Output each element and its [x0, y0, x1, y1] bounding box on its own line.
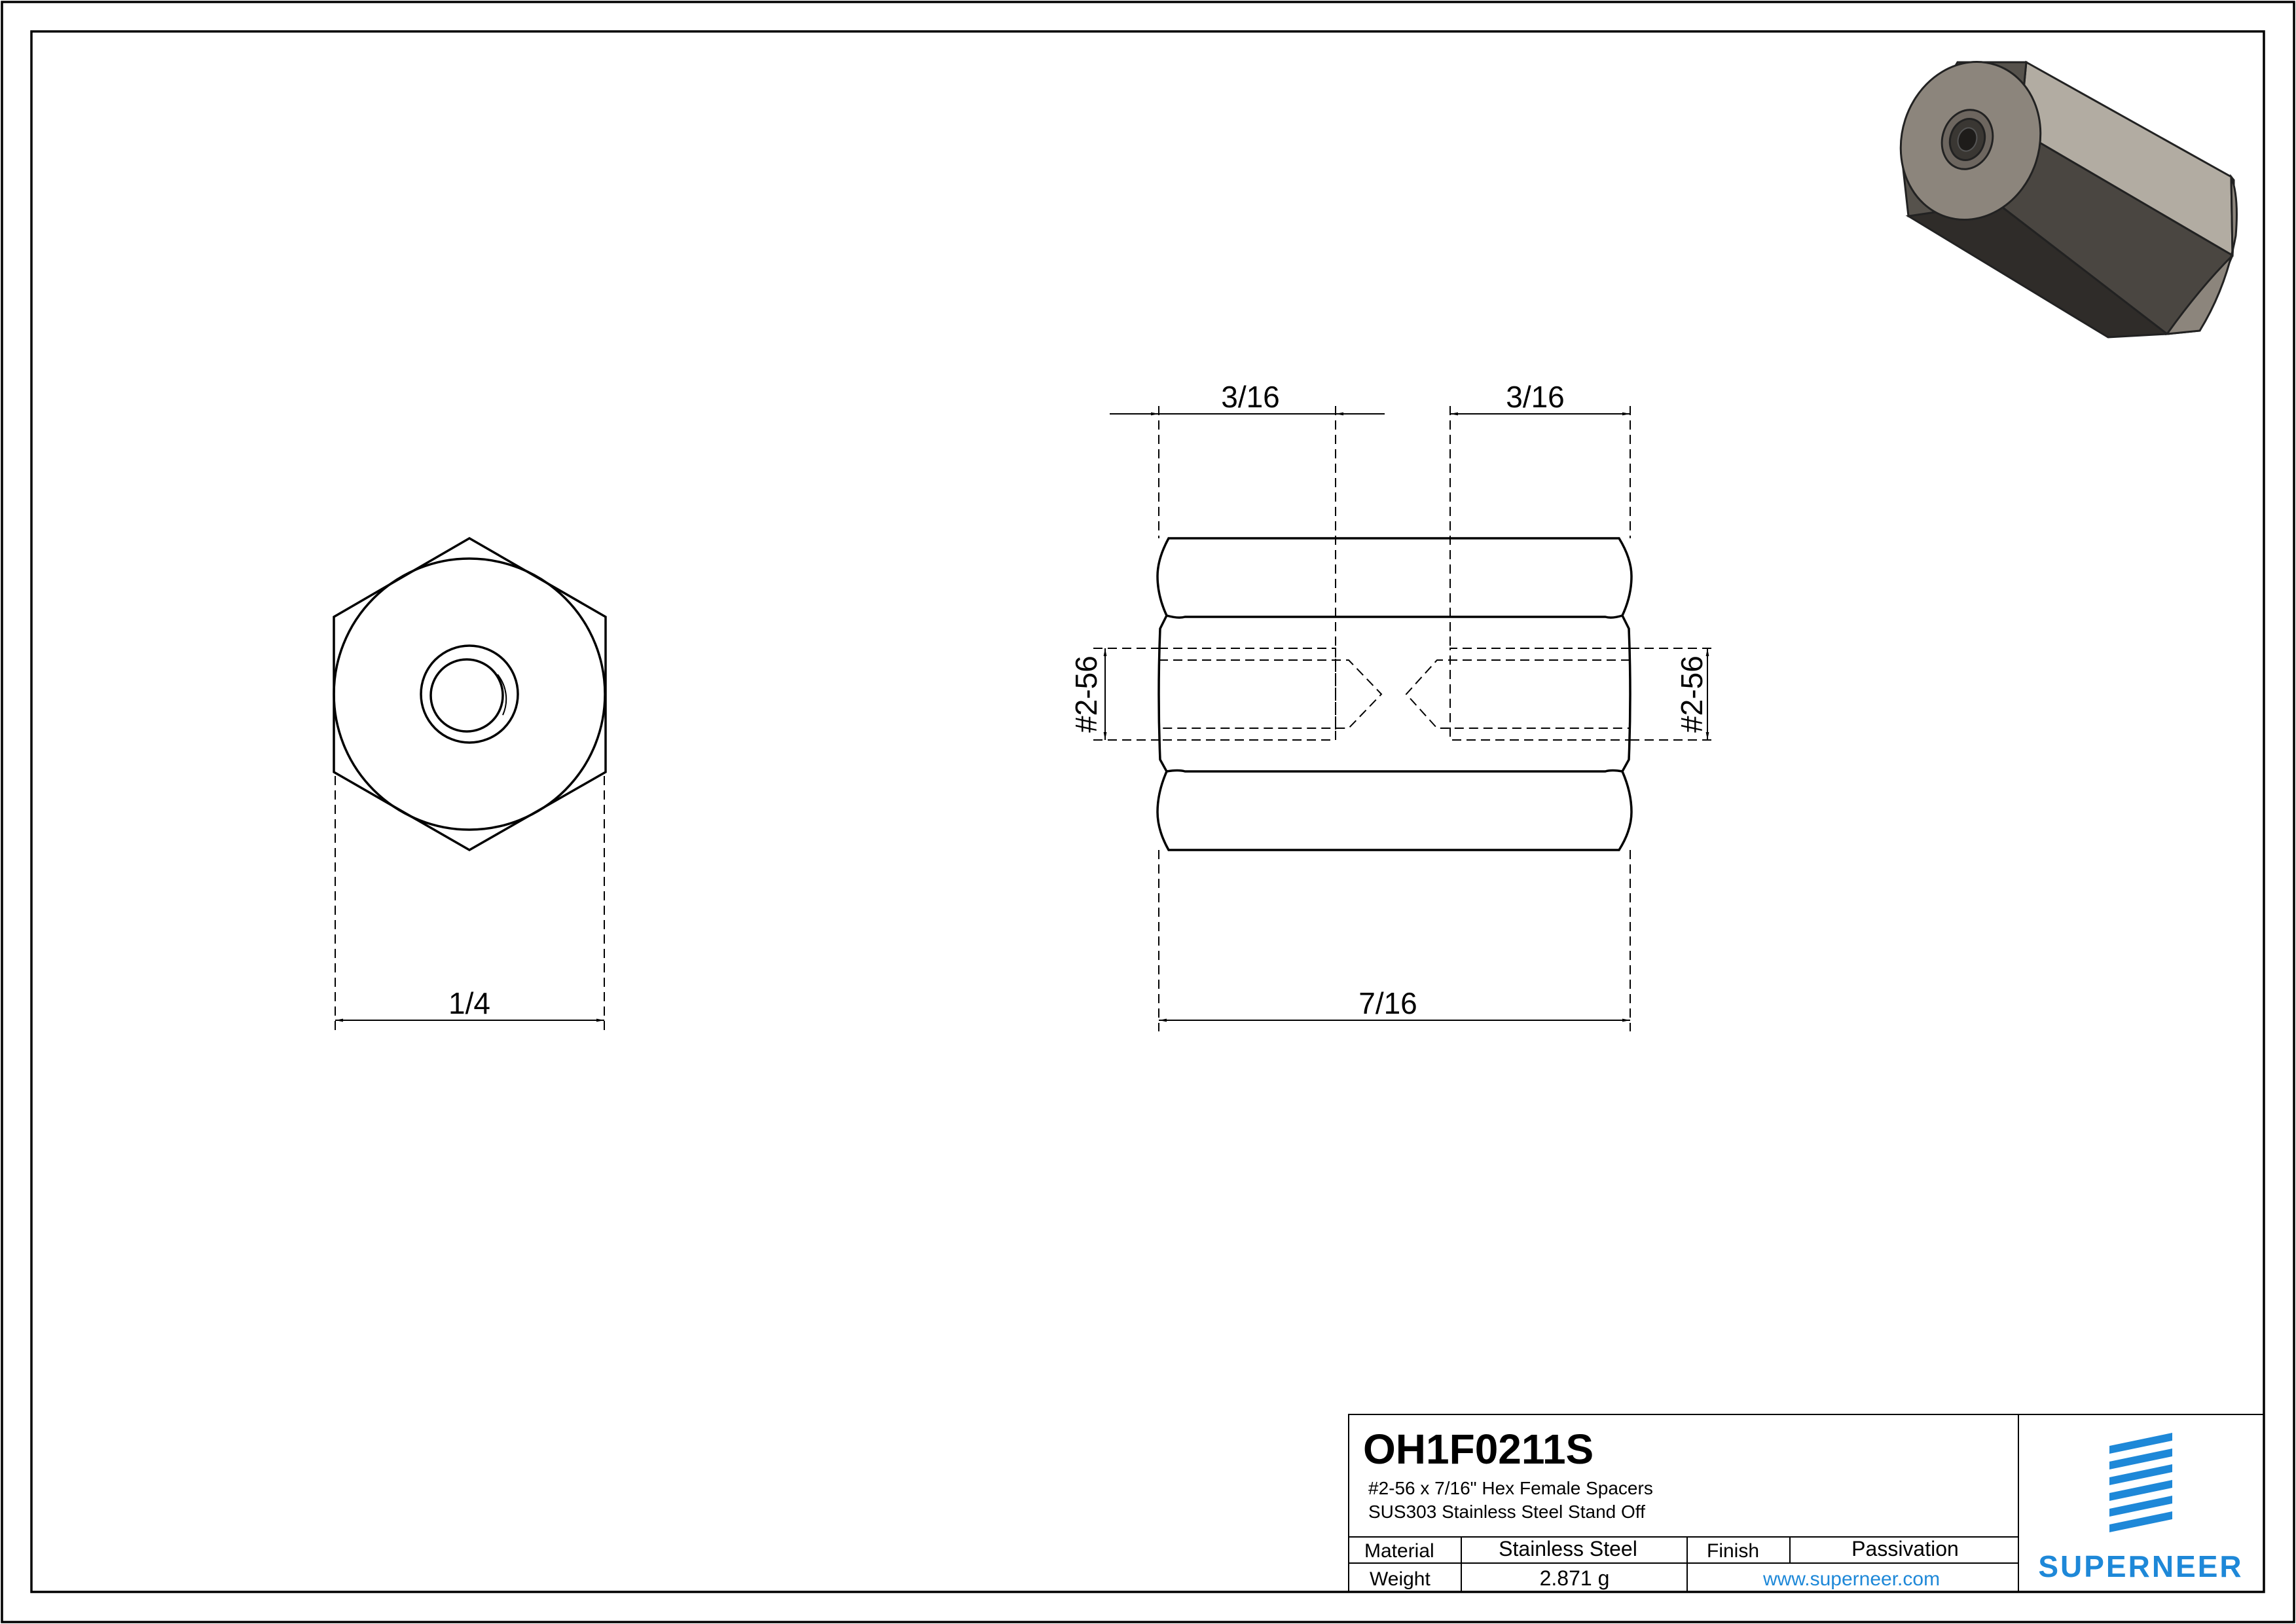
- inner-border: [30, 30, 2265, 1593]
- dim-hex-width: 1/4: [448, 986, 490, 1020]
- hex-flat-upper: [1166, 614, 1623, 619]
- hex-flat-lower: [1166, 769, 1623, 773]
- dim-thread-left: #2-56: [1069, 655, 1103, 733]
- finish-value: Passivation: [1851, 1537, 1959, 1560]
- hidden-thread-left-minor: [1159, 659, 1383, 729]
- dim-thread-depth-left: 3/16: [1221, 380, 1280, 414]
- superneer-logo: [2109, 1433, 2172, 1532]
- isometric-view: [1899, 60, 2238, 339]
- dim-thread-right: #2-56: [1675, 655, 1709, 733]
- part-number: OH1F0211S: [1363, 1426, 1594, 1473]
- title-block: OH1F0211S #2-56 x 7/16" Hex Female Space…: [1348, 1414, 2265, 1593]
- dim-overall-length: 7/16: [1358, 986, 1417, 1020]
- thread-minor-circle: [429, 658, 504, 733]
- description-line2: SUS303 Stainless Steel Stand Off: [1368, 1502, 1645, 1522]
- iso-hole-inner: [1957, 127, 1978, 152]
- weight-value: 2.871 g: [1540, 1566, 1610, 1590]
- brand-name: SUPERNEER: [2038, 1549, 2243, 1583]
- side-view: 3/16 3/16 #2-56 #2-56 7/16: [1069, 380, 1715, 1031]
- hex-outline: [333, 536, 607, 852]
- weight-label: Weight: [1370, 1568, 1430, 1590]
- hidden-thread-right-minor: [1405, 659, 1630, 729]
- hidden-thread-right: [1449, 648, 1630, 741]
- end-view: 1/4: [333, 536, 607, 1031]
- description-line1: #2-56 x 7/16" Hex Female Spacers: [1368, 1478, 1653, 1498]
- thread-arc: [497, 674, 507, 716]
- title-block-frame: [1348, 1414, 2265, 1593]
- website-link[interactable]: www.superneer.com: [1762, 1568, 1940, 1590]
- dim-thread-depth-right: 3/16: [1506, 380, 1565, 414]
- thread-major-circle: [420, 644, 519, 744]
- chamfer-circle: [333, 557, 606, 831]
- hidden-thread-left: [1159, 648, 1336, 741]
- finish-label: Finish: [1707, 1540, 1759, 1562]
- material-value: Stainless Steel: [1499, 1537, 1637, 1560]
- material-label: Material: [1364, 1540, 1434, 1562]
- iso-end-edge: [2164, 176, 2238, 335]
- body-outline: [1156, 537, 1633, 851]
